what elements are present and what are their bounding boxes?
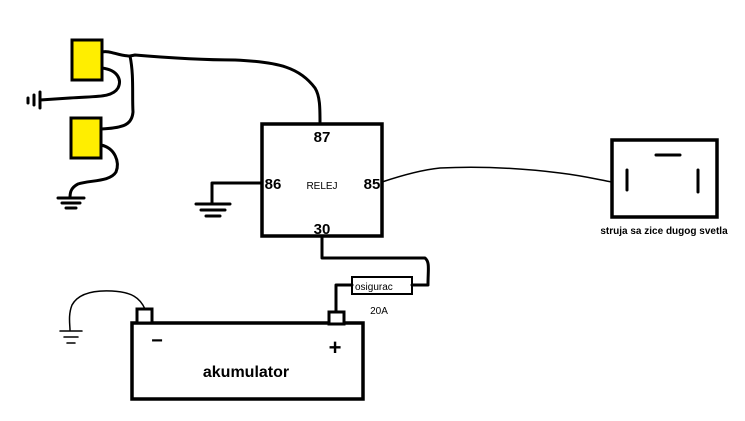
- lamp-2: [69, 116, 103, 160]
- pin-30-label: 30: [314, 221, 331, 238]
- fuse-label: osigurac: [355, 282, 393, 293]
- wire-lamp-bus: [99, 54, 135, 131]
- ground-icon-lamp1: [26, 90, 42, 110]
- wire-85-switch: [381, 166, 613, 183]
- wire-lamp2-return: [68, 143, 119, 200]
- battery-terminal-minus: [135, 307, 154, 325]
- battery-box: [130, 321, 365, 401]
- wire-lamp-to-87: [100, 50, 322, 124]
- pin-87-label: 87: [314, 129, 331, 146]
- wire-86-ground: [210, 181, 264, 206]
- battery-terminal-plus: [327, 310, 346, 326]
- wire-30-fuse: [320, 234, 430, 286]
- lamp-1: [70, 38, 104, 82]
- battery-label: akumulator: [203, 364, 289, 381]
- wire-minus-ground: [68, 290, 146, 331]
- switch-note-label: struja sa zice dugog svetla: [600, 226, 728, 237]
- fuse-rating-label: 20A: [370, 306, 388, 317]
- battery-plus-label: +: [329, 335, 342, 360]
- wire-fuse-plus: [334, 283, 354, 314]
- battery-minus-label: −: [151, 330, 163, 352]
- ground-icon-86: [194, 202, 232, 218]
- wire-lamp1-return: [38, 66, 121, 102]
- pin-86-label: 86: [265, 176, 282, 193]
- relay-name-label: RELEJ: [306, 181, 337, 192]
- relay-box: [260, 122, 384, 238]
- ground-icon-lamp2: [56, 196, 86, 210]
- ground-icon-battery: [59, 330, 83, 344]
- pin-85-label: 85: [364, 176, 381, 193]
